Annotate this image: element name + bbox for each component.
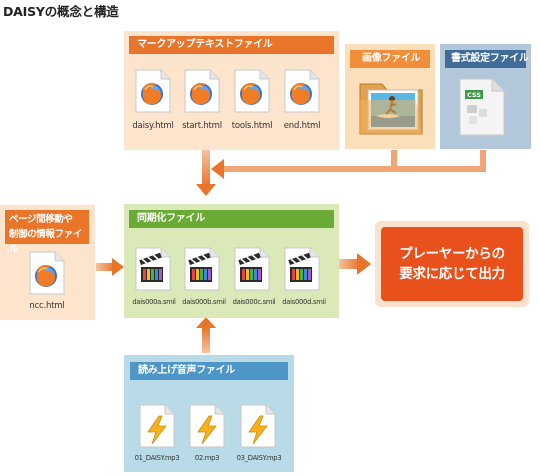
- output-text: プレーヤーからの 要求に応じて出力: [381, 227, 523, 301]
- down-arrow: [196, 150, 216, 196]
- html-file-icon: [184, 69, 220, 113]
- clapperboard-file-icon: [284, 247, 320, 291]
- sync-file-label: dais000c.smil: [232, 298, 276, 306]
- audio-file-label: 02.mp3: [194, 454, 220, 462]
- css-file-icon: [459, 78, 505, 136]
- sync-to-output-arrow: [339, 253, 371, 275]
- sync-panel-title: 同期化ファイル: [129, 210, 334, 228]
- ncc-panel-title: ページ間移動や 制御の情報ファイル: [5, 210, 89, 255]
- ncc-to-sync-arrow: [96, 258, 124, 276]
- markup-file-label: start.html: [182, 121, 222, 131]
- audio-panel-title: 読み上げ音声ファイル: [130, 362, 288, 380]
- html-file-icon: [284, 69, 320, 113]
- html-file-icon: [135, 69, 171, 113]
- style-panel-title: 書式設定ファイル: [445, 50, 529, 68]
- sync-file-label: dais000a.smil: [132, 298, 176, 306]
- clapperboard-file-icon: [184, 247, 220, 291]
- output-line1: プレーヤーからの: [399, 246, 505, 262]
- output-box: プレーヤーからの 要求に応じて出力: [375, 221, 529, 307]
- lightning-file-icon: [139, 404, 175, 448]
- html-file-icon: [29, 251, 65, 295]
- page-title: DAISYの概念と構造: [3, 4, 119, 19]
- clapperboard-file-icon: [234, 247, 270, 291]
- markup-file-label: tools.html: [231, 121, 273, 131]
- ncc-title-line2: 制御の情報ファイル: [9, 229, 82, 255]
- audio-file-label: 03_DAISY.mp3: [236, 454, 282, 462]
- markup-file-label: daisy.html: [132, 121, 174, 131]
- ncc-file-label: ncc.html: [29, 301, 65, 311]
- markup-file-label: end.html: [283, 121, 321, 131]
- ncc-title-line1: ページ間移動や: [9, 214, 73, 225]
- markup-panel-title: マークアップテキストファイル: [129, 36, 334, 54]
- clapperboard-file-icon: [135, 247, 171, 291]
- output-line2: 要求に応じて出力: [399, 266, 505, 282]
- lightning-file-icon: [189, 404, 225, 448]
- sync-file-label: dais000d.smil: [282, 298, 326, 306]
- audio-file-label: 01_DAISY.mp3: [134, 454, 180, 462]
- image-panel-title: 画像ファイル: [350, 50, 430, 68]
- up-arrow: [196, 317, 216, 353]
- html-file-icon: [234, 69, 270, 113]
- image-folder-icon: [359, 83, 423, 135]
- sync-file-label: dais000b.smil: [182, 298, 226, 306]
- merge-arrow: [211, 150, 486, 179]
- css-label: CSS: [467, 91, 481, 99]
- lightning-file-icon: [240, 404, 276, 448]
